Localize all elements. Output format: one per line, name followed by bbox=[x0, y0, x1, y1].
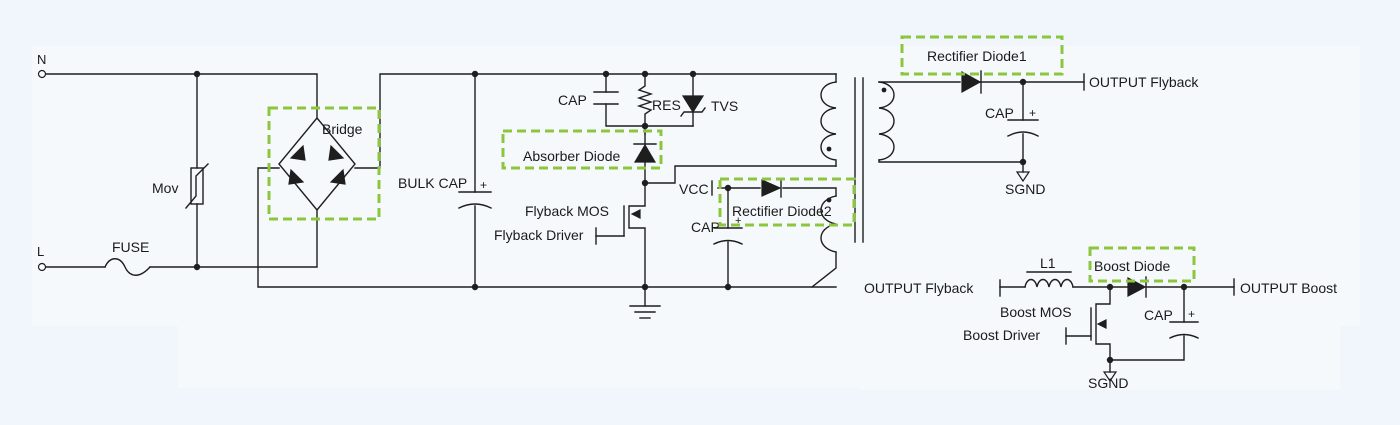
l1-label: L1 bbox=[1040, 255, 1056, 271]
bridge-diode-3 bbox=[288, 168, 305, 185]
aux-cap-plus: + bbox=[735, 215, 741, 227]
node bbox=[724, 283, 732, 291]
node bbox=[641, 283, 649, 291]
node bbox=[724, 184, 732, 192]
node bbox=[193, 70, 201, 78]
input-stage: N L FUSE Mov bbox=[37, 52, 318, 276]
absorber-diode-symbol bbox=[633, 143, 657, 163]
absorber-diode-label: Absorber Diode bbox=[523, 148, 620, 164]
l-wire-b bbox=[149, 209, 318, 268]
rectifier-diode1-label: Rectifier Diode1 bbox=[927, 48, 1027, 64]
bulk-cap-plus: + bbox=[480, 178, 487, 192]
fuse-symbol bbox=[104, 258, 151, 276]
primary-winding bbox=[820, 81, 837, 167]
boost-mos-label: Boost MOS bbox=[1000, 304, 1072, 320]
bulk-cap-label: BULK CAP bbox=[398, 175, 467, 191]
mov-slash bbox=[185, 163, 209, 209]
node bbox=[1019, 78, 1027, 86]
boost-panel bbox=[860, 240, 1340, 390]
output-cap-plus: + bbox=[1029, 106, 1036, 120]
boost-cap-label: CAP bbox=[1144, 307, 1173, 323]
bridge-diode-2 bbox=[328, 144, 345, 161]
bridge-highlight bbox=[267, 106, 381, 221]
mos-arrow bbox=[630, 209, 641, 219]
absorber-highlight bbox=[501, 129, 663, 170]
sgnd-top-label: SGND bbox=[1005, 181, 1045, 197]
flyback-mosfet: Flyback MOS Flyback Driver bbox=[494, 182, 661, 319]
aux-return-wire bbox=[811, 251, 837, 288]
node bbox=[471, 70, 479, 78]
secondary-dot bbox=[881, 87, 887, 93]
rectifier-diode2-symbol bbox=[761, 179, 782, 197]
boost-stage: OUTPUT Flyback L1 Boost Diode OUTPUT Boo… bbox=[864, 246, 1337, 391]
node bbox=[641, 70, 649, 78]
node bbox=[1106, 356, 1114, 364]
terminal-l bbox=[37, 262, 47, 272]
boost-diode-label: Boost Diode bbox=[1094, 258, 1170, 274]
mov-label: Mov bbox=[152, 180, 178, 196]
bridge-diode-1 bbox=[289, 144, 306, 161]
mos-drain-source bbox=[628, 182, 646, 288]
fuse-label: FUSE bbox=[112, 239, 149, 255]
node bbox=[641, 122, 649, 130]
sgnd-bottom-symbol bbox=[1102, 371, 1118, 383]
node bbox=[193, 263, 201, 271]
boost-cap-plus: + bbox=[1188, 307, 1195, 321]
flyback-driver-label: Flyback Driver bbox=[494, 227, 584, 243]
bridge-diode-4 bbox=[329, 168, 346, 185]
boost-mos-arrow bbox=[1096, 319, 1107, 329]
mov-symbol bbox=[190, 167, 204, 205]
boost-mos-drain-source bbox=[1095, 286, 1111, 361]
aux-cap-plate-bottom bbox=[713, 239, 743, 245]
rectifier-diode1-symbol bbox=[961, 70, 982, 94]
vcc-label: VCC bbox=[679, 181, 709, 197]
tvs-label: TVS bbox=[711, 98, 738, 114]
aux-dot bbox=[826, 197, 832, 203]
flyback-output: OUTPUT Flyback Rectifier Diode1 + CAP SG… bbox=[878, 35, 1199, 197]
aux-supply: VCC + CAP Rectifier Diode2 bbox=[679, 177, 856, 291]
node bbox=[471, 283, 479, 291]
output-cap-label: CAP bbox=[985, 105, 1014, 121]
output-flyback-label: OUTPUT Flyback bbox=[1089, 74, 1199, 90]
res-symbol bbox=[636, 73, 654, 135]
snubber-network: CAP RES TVS bbox=[558, 70, 738, 135]
absorber-diode: Absorber Diode bbox=[501, 129, 837, 187]
boost-cap-wires bbox=[1109, 286, 1185, 373]
secondary-winding bbox=[878, 81, 895, 161]
flyback-mos-label: Flyback MOS bbox=[525, 203, 609, 219]
n-wire bbox=[45, 73, 318, 119]
output-boost-label: OUTPUT Boost bbox=[1240, 280, 1337, 296]
bulk-cap: + BULK CAP bbox=[398, 70, 492, 291]
primary-dot bbox=[826, 146, 832, 152]
node bbox=[689, 70, 697, 78]
terminal-n-label: N bbox=[37, 52, 46, 67]
res-label: RES bbox=[652, 97, 681, 113]
bridge-outline bbox=[278, 116, 356, 212]
sgnd-bottom-label: SGND bbox=[1088, 375, 1128, 391]
output-cap-wires bbox=[878, 81, 1024, 173]
rectifier-diode2-label: Rectifier Diode2 bbox=[732, 203, 832, 219]
terminal-l-label: L bbox=[37, 244, 44, 259]
tvs-bar bbox=[680, 107, 706, 117]
boost-input-label: OUTPUT Flyback bbox=[864, 280, 974, 296]
output-cap-plate-bottom bbox=[1007, 131, 1039, 137]
l1-inductor bbox=[1024, 278, 1074, 288]
boost-driver-label: Boost Driver bbox=[963, 327, 1040, 343]
tvs-symbol bbox=[681, 95, 705, 114]
rectifier-diode2-highlight bbox=[718, 177, 856, 227]
sgnd-top-symbol bbox=[1015, 171, 1031, 183]
snubber-cap-label: CAP bbox=[558, 92, 587, 108]
boost-cap-plate-bottom bbox=[1169, 333, 1199, 339]
boost-diode-highlight bbox=[1088, 246, 1196, 283]
aux-cap-label: CAP bbox=[691, 219, 720, 235]
drain-wire bbox=[644, 165, 837, 184]
bulk-cap-plate-bottom bbox=[458, 203, 492, 209]
node bbox=[602, 70, 610, 78]
terminal-n bbox=[37, 69, 47, 79]
node bbox=[1019, 158, 1027, 166]
bridge-label: Bridge bbox=[322, 121, 363, 137]
lower-panel bbox=[178, 326, 860, 388]
